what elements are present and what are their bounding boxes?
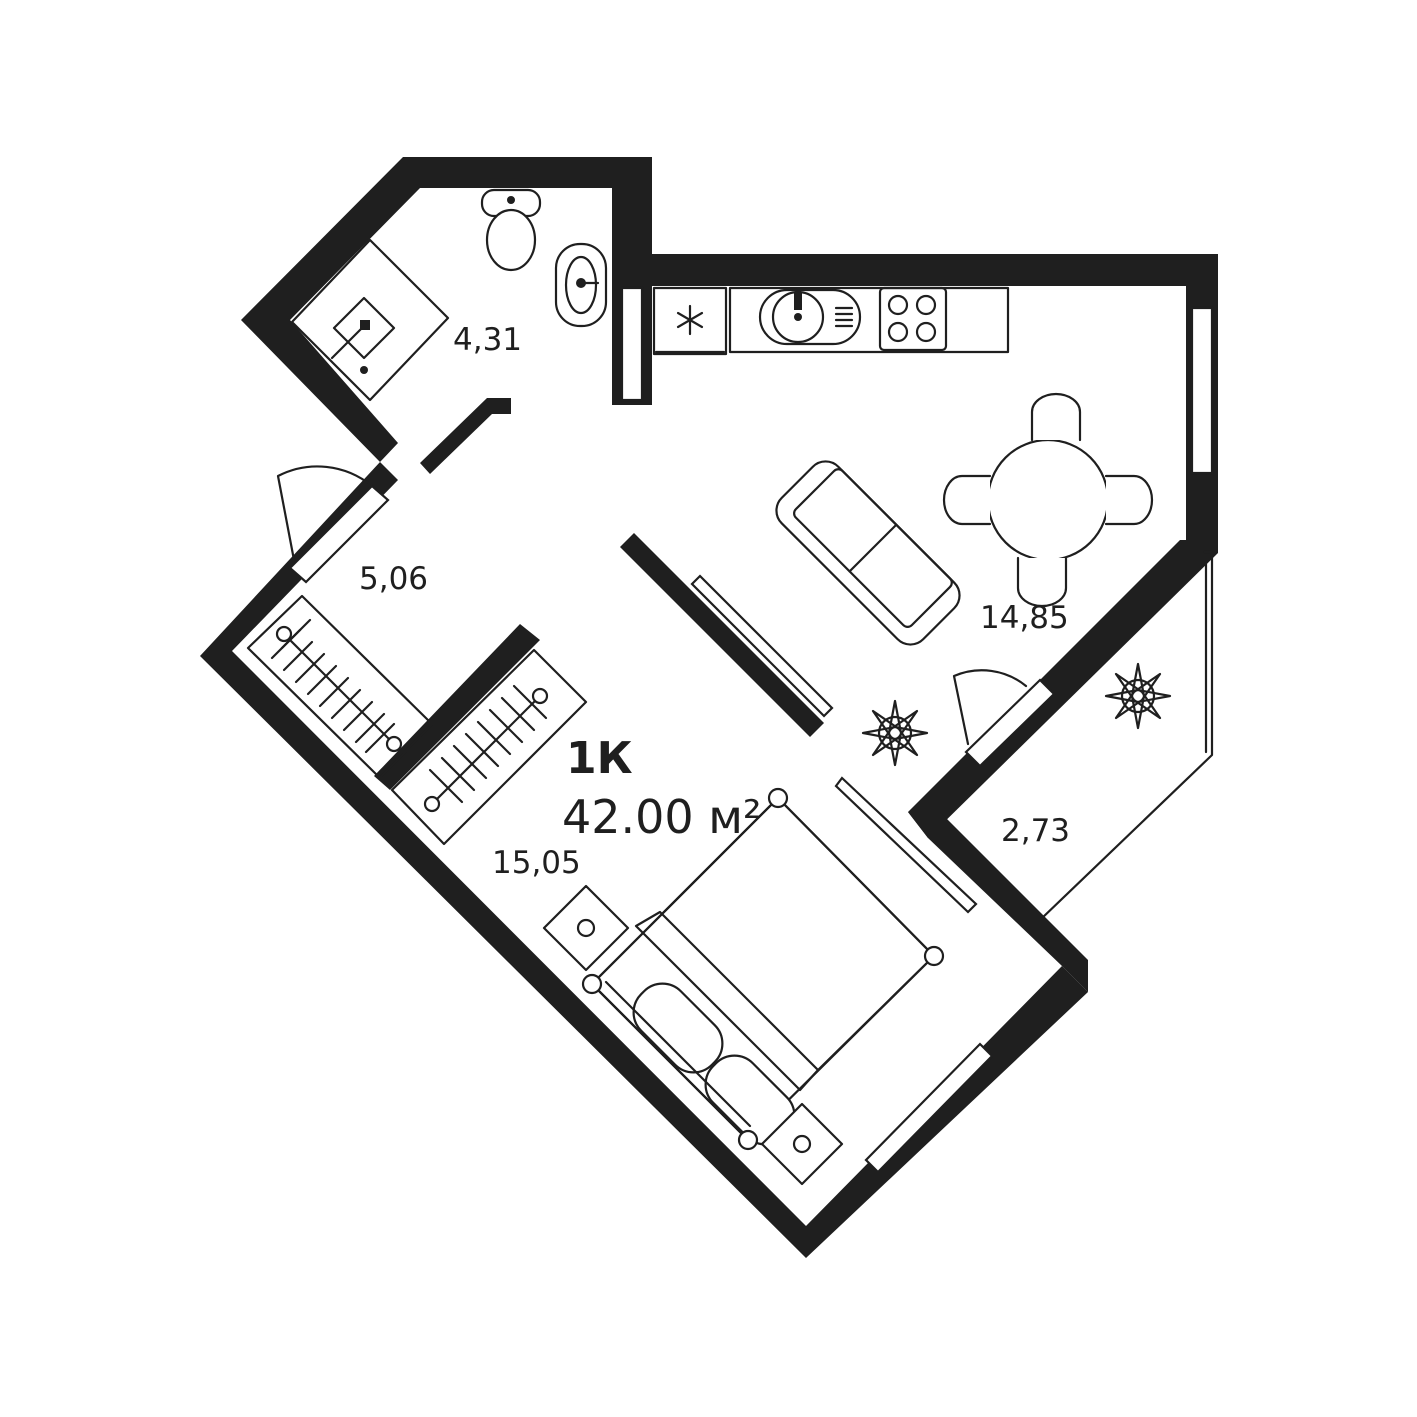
kitchen-counter — [652, 286, 1010, 356]
shower-icon — [290, 238, 450, 402]
apartment-type: 1К — [566, 733, 633, 784]
bedroom-area: 15,05 — [492, 845, 581, 881]
apartment-total-area: 42.00 м² — [562, 790, 762, 844]
dining-table — [942, 392, 1154, 608]
balcony-outline — [1038, 550, 1214, 922]
doors — [276, 465, 1056, 768]
snowflake-icon — [676, 304, 704, 336]
stove-icon — [878, 286, 948, 352]
balcony-area: 2,73 — [1001, 813, 1071, 849]
bathroom-walls — [241, 157, 652, 474]
kitchen-walls — [650, 254, 1218, 838]
partitions — [374, 533, 978, 914]
nightstand-right — [760, 1102, 844, 1186]
toilet-icon — [480, 188, 542, 272]
bedroom-walls — [200, 462, 1088, 1258]
hallway-area: 5,06 — [359, 561, 429, 597]
hallway-wardrobe — [246, 594, 434, 780]
nightstand-left — [542, 884, 630, 972]
bathroom-area: 4,31 — [453, 322, 523, 358]
washbasin-icon — [554, 242, 608, 328]
plant-icon — [861, 662, 1172, 767]
bedroom-wardrobe — [390, 648, 588, 846]
kitchen-sink-icon — [758, 288, 862, 346]
sofa — [775, 460, 961, 646]
bed — [581, 787, 945, 1151]
kitchen-living-area: 14,85 — [980, 600, 1069, 636]
